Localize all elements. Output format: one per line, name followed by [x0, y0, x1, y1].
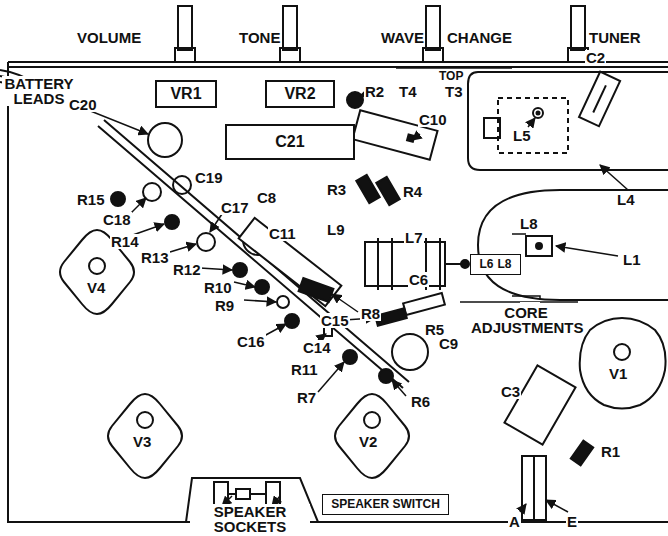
- core-slug: [533, 108, 543, 118]
- component-label: L6: [479, 258, 493, 271]
- capacitor: [197, 233, 215, 251]
- chassis-edge: [8, 62, 668, 522]
- callout-label: R4: [402, 184, 423, 199]
- aerial-earth-terminal: [522, 456, 546, 520]
- component-box: C21: [225, 124, 355, 160]
- capacitor: [148, 123, 182, 157]
- callout-label: R8: [360, 306, 381, 321]
- callout-label: C17: [220, 200, 250, 215]
- bracket-line: [396, 68, 578, 302]
- callout-label: L8: [519, 216, 539, 231]
- callout-label: L4: [616, 192, 636, 207]
- callout-label: R11: [290, 362, 319, 377]
- component-box: SPEAKER SWITCH: [322, 494, 449, 515]
- callout-label: C3: [500, 384, 521, 399]
- callout-label: A: [508, 514, 521, 529]
- callout-label: R13: [140, 250, 170, 265]
- coil-former: [526, 236, 552, 256]
- callout-label: T4: [398, 84, 418, 99]
- callout-label: T3: [444, 84, 464, 99]
- callout-label: TUNER: [588, 30, 642, 45]
- callout-label: R1: [600, 444, 621, 459]
- valve-socket: [60, 230, 666, 478]
- callout-label: R9: [214, 298, 235, 313]
- capacitor: [403, 293, 445, 315]
- callout-label: V3: [132, 434, 152, 449]
- capacitor: [504, 365, 575, 444]
- callout-label: L5: [512, 128, 532, 143]
- callout-label: R7: [296, 390, 317, 405]
- callout-label: C19: [194, 170, 224, 185]
- callout-label: V2: [358, 434, 378, 449]
- callout-label: CHANGE: [446, 30, 513, 45]
- component-label: VR1: [170, 86, 201, 103]
- callout-label: C2: [585, 50, 606, 65]
- callout-label: VOLUME: [76, 30, 142, 45]
- callout-label: CORE ADJUSTMENTS: [470, 305, 582, 335]
- callout-label: C18: [102, 212, 132, 227]
- capacitor: [173, 176, 191, 194]
- callout-label: R15: [76, 192, 106, 207]
- resistor: [356, 175, 379, 204]
- callout-label: R2: [364, 84, 385, 99]
- component-box: VR2: [265, 80, 335, 108]
- callout-label: C16: [236, 334, 266, 349]
- callout-label: R3: [326, 182, 347, 197]
- callout-label: TONE: [238, 30, 281, 45]
- callout-label: V1: [608, 366, 628, 381]
- component-box: VR1: [155, 80, 217, 108]
- callout-label: SPEAKER SOCKETS: [190, 504, 310, 534]
- callout-label: C11: [268, 226, 297, 241]
- callout-label: C8: [256, 190, 277, 205]
- callout-label: R5: [424, 322, 445, 337]
- callout-label: E: [566, 514, 578, 529]
- callout-label: C6: [408, 272, 429, 287]
- resistor: [347, 92, 363, 108]
- trimmer: [484, 118, 500, 138]
- coil-pack: [478, 190, 668, 300]
- callout-label: BATTERY LEADS: [2, 76, 76, 106]
- component-label: L8: [498, 258, 512, 271]
- component-label: VR2: [284, 86, 315, 103]
- callout-label: C15: [320, 313, 350, 328]
- callout-label: V4: [86, 280, 106, 295]
- capacitor: [579, 72, 620, 127]
- control-shaft: [175, 6, 588, 62]
- callout-label: L7: [404, 230, 424, 245]
- callout-label: R14: [110, 234, 140, 249]
- callout-label: L1: [622, 252, 642, 267]
- callout-label: R12: [172, 262, 202, 277]
- capacitor: [392, 334, 428, 370]
- coil: [365, 238, 469, 290]
- callout-label: C10: [418, 112, 448, 127]
- resistor: [111, 192, 593, 465]
- coil-can: [498, 98, 568, 153]
- component-box: L6 L8: [470, 254, 521, 275]
- resistor: [277, 296, 289, 308]
- resistor: [376, 177, 399, 206]
- coil-pack: [468, 72, 668, 170]
- callout-label: C9: [438, 336, 459, 351]
- callout-label: WAVE: [380, 30, 425, 45]
- callout-label: L9: [326, 222, 346, 237]
- leader-line: [88, 92, 628, 512]
- callout-label: R6: [410, 394, 431, 409]
- callout-label: TOP: [438, 70, 464, 82]
- callout-label: C14: [302, 340, 332, 355]
- component-label: SPEAKER SWITCH: [331, 498, 440, 511]
- callout-label: C20: [68, 97, 98, 112]
- tag-strip: [98, 120, 409, 388]
- component-label: C21: [275, 134, 304, 151]
- callout-label: R10: [203, 280, 233, 295]
